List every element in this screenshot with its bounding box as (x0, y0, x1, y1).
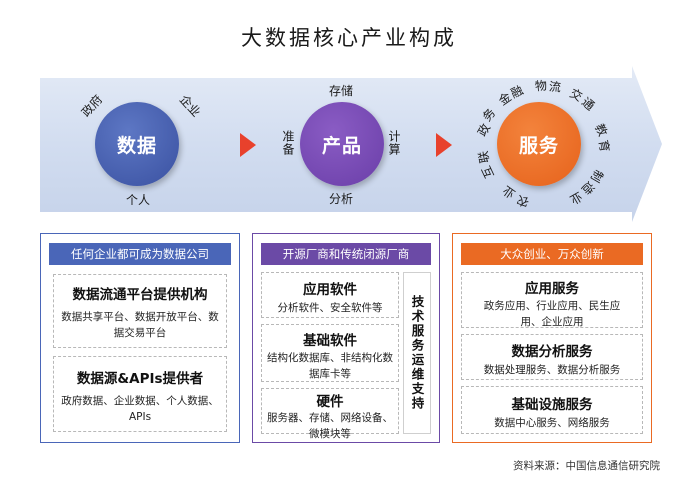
service-label-4: 物 (534, 78, 548, 94)
box-line: 据库卡等 (309, 368, 351, 380)
box-title: 硬件 (316, 394, 344, 410)
data-circle: 数据 (95, 102, 179, 186)
box-line: 微模块等 (309, 428, 351, 440)
box-title: 数据分析服务 (511, 344, 593, 360)
service-circle: 服务 (497, 102, 581, 186)
box-line: 数据处理服务、数据分析服务 (483, 364, 621, 376)
box-title: 基础软件 (303, 333, 357, 349)
box-line: 分析软件、安全软件等 (277, 302, 383, 314)
service-label-16: 联 (476, 149, 492, 165)
box-title: 基础设施服务 (511, 397, 593, 413)
box-line: 据交易平台 (113, 327, 167, 339)
product-column: 开源厂商和传统闭源厂商 应用软件 分析软件、安全软件等 基础软件 结构化数据库、… (252, 233, 440, 443)
box-title: 数据流通平台提供机构 (72, 287, 208, 303)
application-software-box: 应用软件 分析软件、安全软件等 (261, 272, 399, 318)
label-analysis: 分析 (329, 192, 354, 206)
hardware-box: 硬件 服务器、存储、网络设备、 微模块等 (261, 388, 399, 440)
page-title: 大数据核心产业构成 (241, 26, 457, 50)
box-line: 数据中心服务、网络服务 (494, 417, 610, 429)
infrastructure-service-box: 基础设施服务 数据中心服务、网络服务 (461, 386, 643, 434)
data-column: 任何企业都可成为数据公司 数据流通平台提供机构 数据共享平台、数据开放平台、数 … (40, 233, 240, 443)
service-label-5: 流 (548, 79, 562, 95)
basic-software-box: 基础软件 结构化数据库、非结构化数 据库卡等 (261, 324, 399, 382)
service-column-header: 大众创业、万众创新 (461, 243, 643, 265)
box-title: 应用服务 (525, 281, 579, 297)
box-line: 结构化数据库、非结构化数 (267, 352, 393, 364)
box-line: 政府数据、企业数据、个人数据、 (61, 395, 219, 407)
box-line: 服务器、存储、网络设备、 (267, 412, 393, 424)
data-column-header: 任何企业都可成为数据公司 (49, 243, 231, 265)
data-analysis-service-box: 数据分析服务 数据处理服务、数据分析服务 (461, 334, 643, 380)
label-storage: 存储 (329, 84, 354, 98)
box-title: 数据源&APIs提供者 (76, 371, 204, 387)
data-source-box: 数据源&APIs提供者 政府数据、企业数据、个人数据、 APIs (53, 356, 227, 432)
connector-arrow-1 (240, 133, 256, 157)
source-note: 资料来源：中国信息通信研究院 (513, 460, 660, 472)
box-title: 应用软件 (303, 282, 357, 298)
box-line: APIs (128, 411, 152, 423)
service-column: 大众创业、万众创新 应用服务 政务应用、行业应用、民生应 用、企业应用 数据分析… (452, 233, 652, 443)
service-label-9: 育 (596, 138, 612, 154)
box-line: 政务应用、行业应用、民生应 (483, 300, 621, 312)
label-individual: 个人 (126, 193, 151, 207)
application-service-box: 应用服务 政务应用、行业应用、民生应 用、企业应用 (461, 272, 643, 328)
product-column-header: 开源厂商和传统闭源厂商 (261, 243, 431, 265)
data-circulation-box: 数据流通平台提供机构 数据共享平台、数据开放平台、数 据交易平台 (53, 274, 227, 348)
label-prepare: 准备 (281, 130, 295, 156)
box-line: 数据共享平台、数据开放平台、数 (61, 311, 219, 323)
tech-support-sidebar: 技术服务运维支持 (403, 272, 431, 434)
box-line: 用、企业应用 (520, 316, 584, 328)
product-circle: 产品 (300, 102, 384, 186)
tech-support-label: 技术服务运维支持 (409, 295, 425, 411)
label-compute: 计算 (387, 130, 401, 156)
connector-arrow-2 (436, 133, 452, 157)
